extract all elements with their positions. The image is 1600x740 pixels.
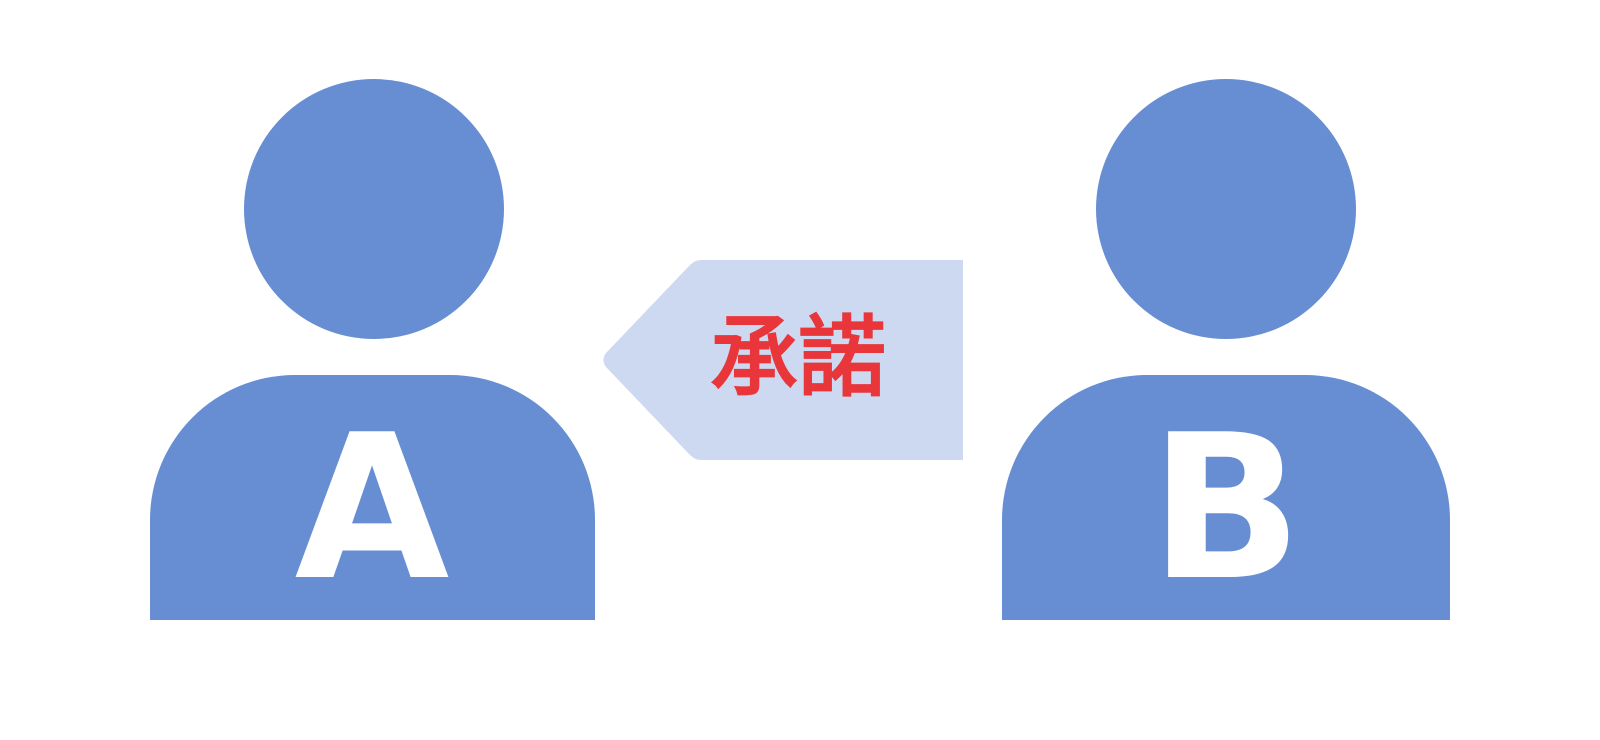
person-b: B: [1002, 79, 1450, 625]
person-a: A: [150, 79, 595, 625]
arrow-label: 承諾: [710, 306, 886, 409]
arrow-b-to-a: 承諾: [603, 260, 963, 460]
person-b-body-icon: [1002, 375, 1450, 620]
person-b-head-icon: [1096, 79, 1356, 339]
arrow-left-icon: [603, 260, 963, 460]
person-a-label: A: [295, 392, 450, 625]
person-b-label: B: [1150, 392, 1302, 625]
person-a-head-icon: [244, 79, 504, 339]
person-a-body-icon: [150, 375, 595, 620]
